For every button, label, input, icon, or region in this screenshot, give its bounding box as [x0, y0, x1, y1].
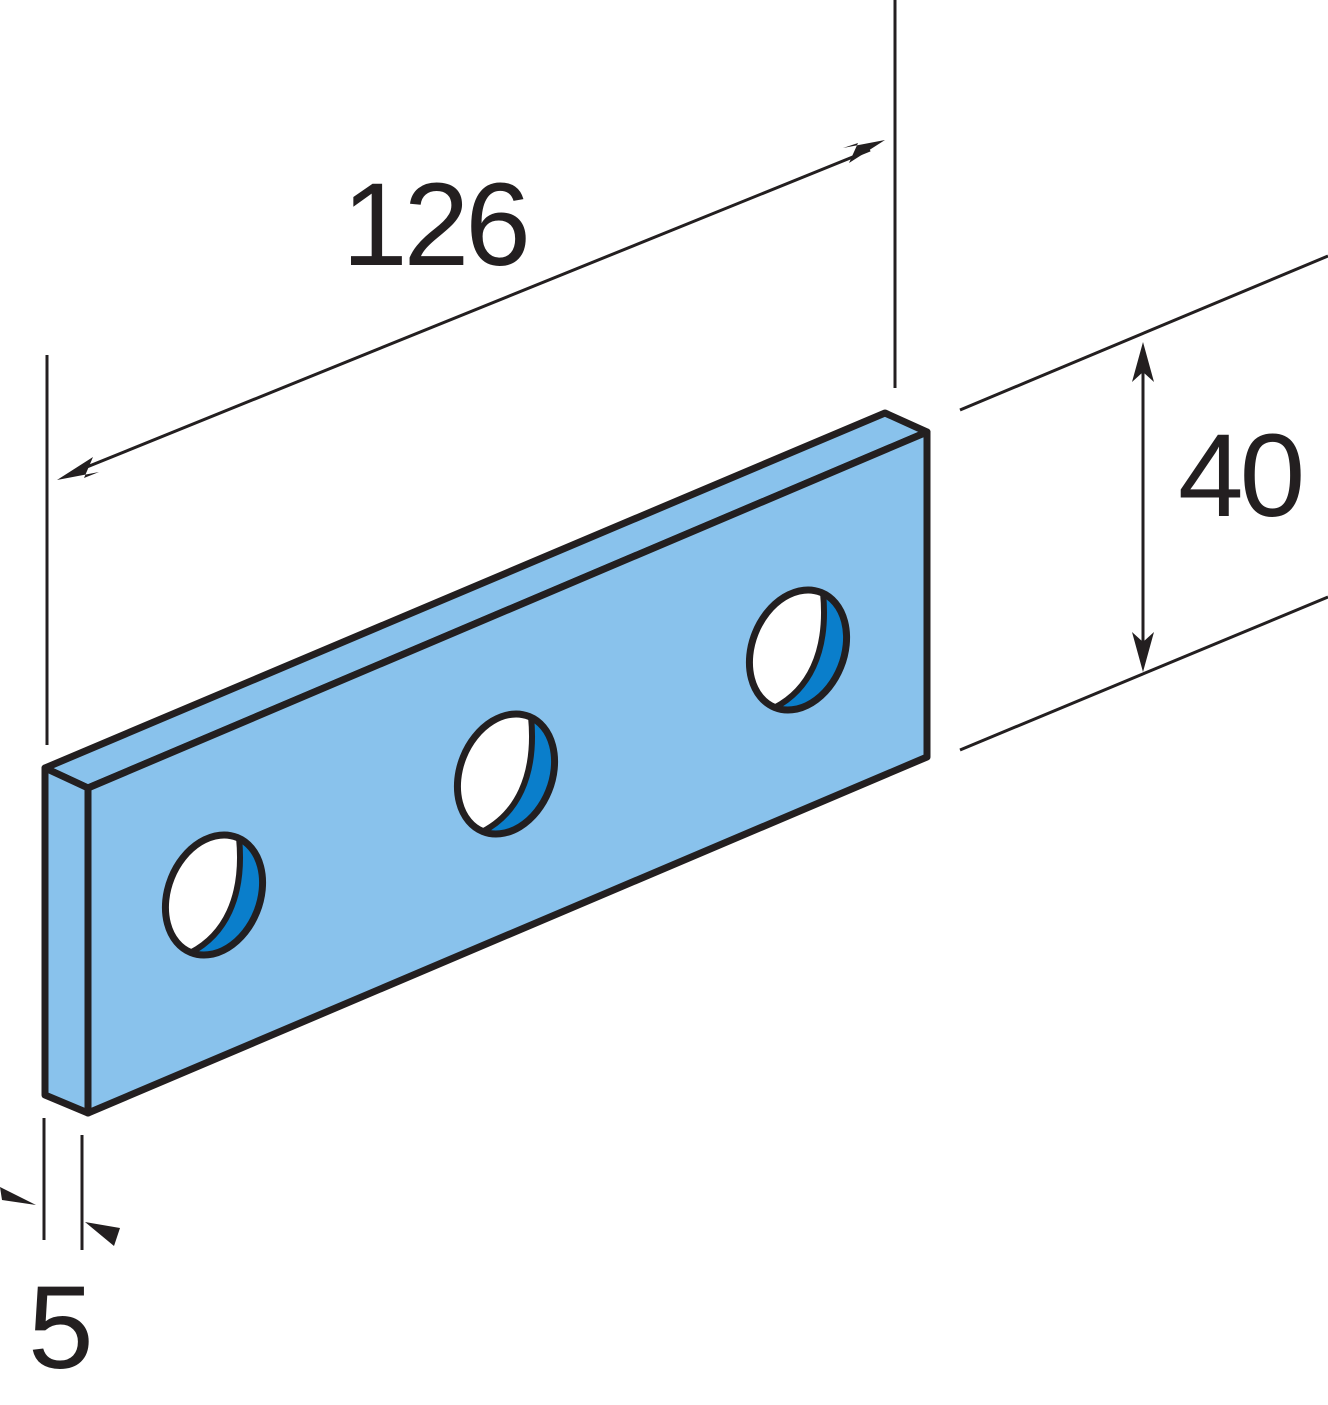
- hole-left-edge: [189, 837, 243, 956]
- thickness-arrow-right: [85, 1222, 120, 1246]
- thickness-dimension: 5: [0, 1118, 120, 1394]
- height-arrow-top: [1132, 342, 1154, 382]
- length-arrow-left: [57, 457, 99, 480]
- hole-left: [161, 831, 267, 959]
- hole-middle-edge: [481, 716, 535, 835]
- thickness-label: 5: [28, 1262, 90, 1394]
- length-label: 126: [342, 159, 527, 291]
- hole-middle-rim: [453, 710, 559, 838]
- height-arrow-bottom: [1132, 632, 1154, 672]
- hole-left-bore: [190, 838, 264, 956]
- hole-left-rim: [161, 831, 267, 959]
- length-arrow-right: [843, 140, 885, 163]
- hole-right-edge: [773, 592, 827, 711]
- hole-middle: [453, 710, 559, 838]
- extension-line-bottom: [959, 595, 1328, 752]
- height-label: 40: [1178, 410, 1302, 542]
- hole-right: [745, 586, 851, 714]
- hole-middle-bore: [482, 717, 556, 835]
- height-dimension: 40: [959, 254, 1328, 752]
- length-dimension-line: [71, 148, 871, 475]
- thickness-arrow-left: [0, 1187, 36, 1205]
- extension-line-top: [959, 254, 1328, 412]
- plate: [41, 409, 931, 1117]
- hole-right-bore: [774, 593, 848, 711]
- length-dimension: 126: [45, 0, 897, 745]
- plate-side-face: [41, 764, 92, 1117]
